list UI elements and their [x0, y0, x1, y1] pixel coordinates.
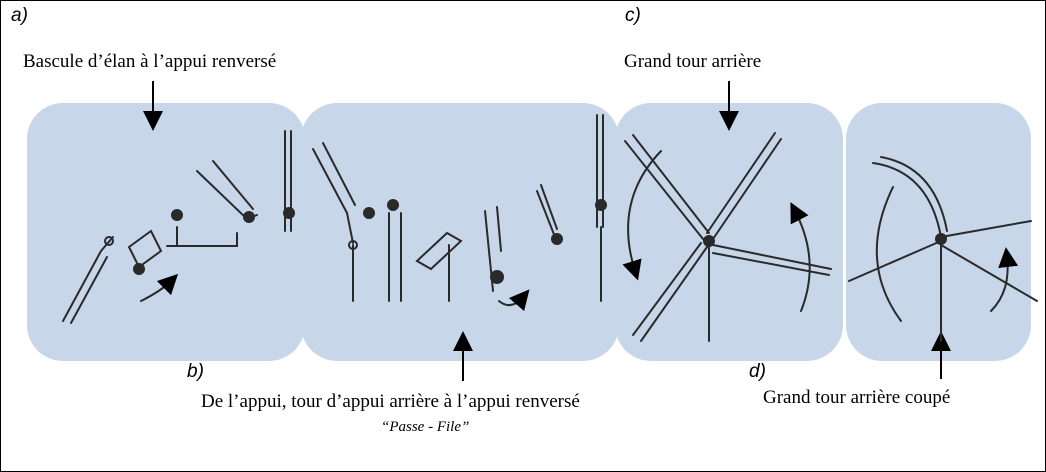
label-d: d) — [749, 361, 766, 382]
panel-b — [301, 103, 619, 361]
caption-b-sub: “Passe - File” — [381, 419, 470, 435]
label-b: b) — [187, 361, 204, 382]
label-a: a) — [11, 5, 28, 26]
figures-panel-a — [62, 130, 295, 324]
panel-c — [615, 103, 843, 361]
label-c: c) — [625, 5, 641, 26]
caption-a: Bascule d’élan à l’appui renversé — [23, 51, 277, 72]
caption-b: De l’appui, tour d’appui arrière à l’app… — [201, 391, 580, 412]
panel-d — [846, 103, 1031, 361]
caption-c: Grand tour arrière — [624, 51, 762, 72]
pointer-arrows — [143, 81, 951, 381]
caption-d: Grand tour arrière coupé — [763, 387, 951, 408]
figures-panel-c — [622, 132, 832, 342]
figures-panel-b — [312, 114, 607, 312]
figures-panel-d — [848, 156, 1038, 342]
